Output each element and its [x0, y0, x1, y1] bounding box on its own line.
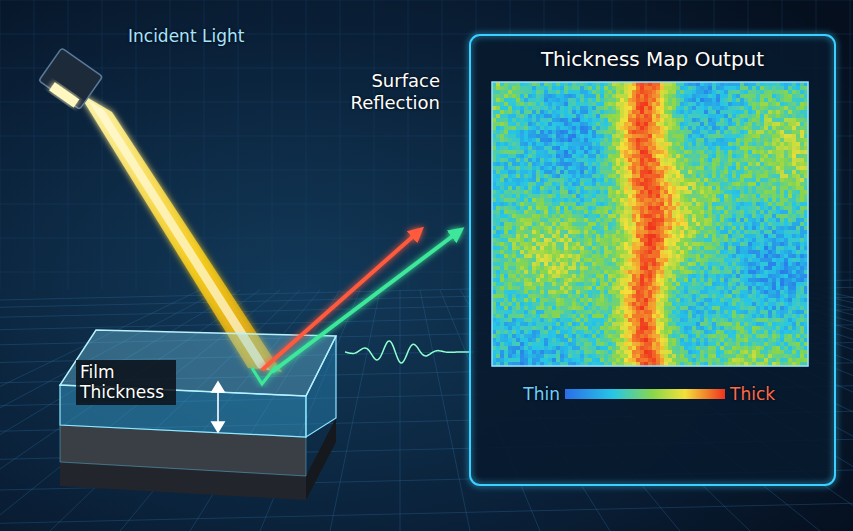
diagram-stage: Thickness Map OutputIncident LightSurfac…: [0, 0, 853, 531]
